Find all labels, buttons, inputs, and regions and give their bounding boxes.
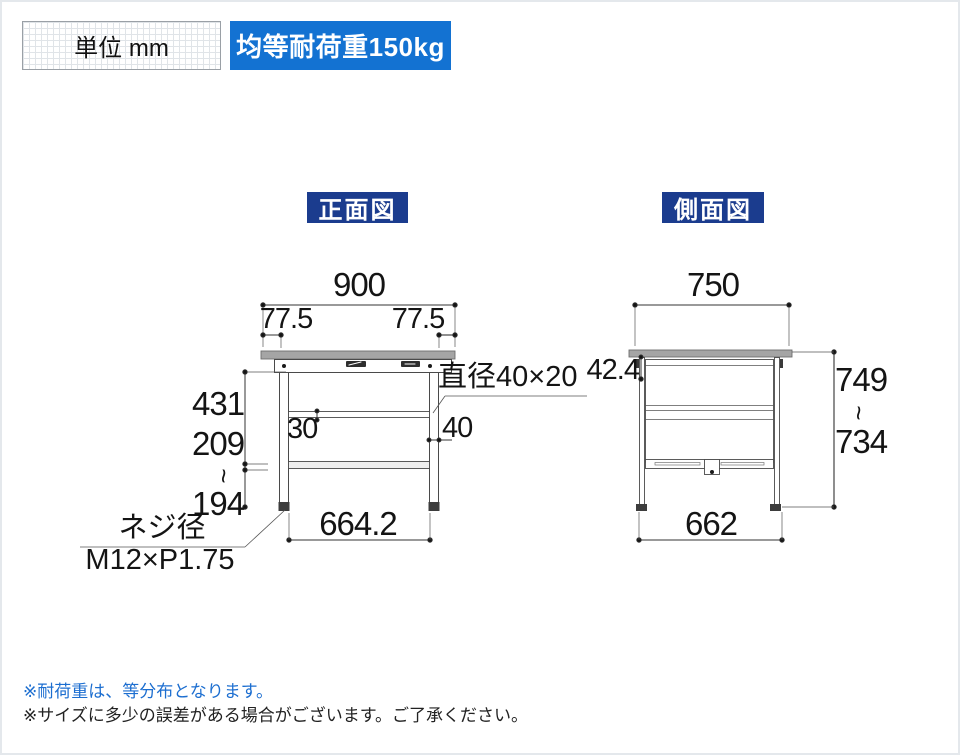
- front-apron-screw-right: [428, 364, 432, 368]
- side-view-label: 側面図: [662, 192, 764, 224]
- dim-front-lower-height-max: 209: [192, 425, 245, 462]
- side-foot-right: [770, 504, 781, 511]
- front-view-label: 正面図: [307, 192, 408, 224]
- dim-front-range-tilde: ~: [209, 468, 239, 484]
- front-foot-left: [278, 502, 290, 511]
- front-lower-crossbar: [288, 461, 430, 469]
- dim-front-right-offset: 77.5: [391, 303, 445, 335]
- label-front-screw-title: ネジ径: [118, 512, 206, 544]
- front-apron-hardware: [346, 361, 420, 367]
- side-frame-panel: [645, 359, 774, 463]
- front-apron-screw-left: [282, 364, 286, 368]
- dim-front-upper-height: 431: [192, 385, 245, 422]
- side-view-dimension-lines: [632, 302, 837, 543]
- label-front-pipe-size: 直径40×20: [438, 361, 578, 393]
- dim-side-height-min: 734: [835, 423, 888, 460]
- front-view-drawing: [260, 350, 456, 511]
- dim-front-bottom-width: 664.2: [319, 505, 398, 542]
- side-tabletop: [628, 349, 793, 358]
- side-clamp-right: [780, 359, 783, 368]
- dim-front-leg-width: 40: [442, 412, 473, 444]
- side-clamp-left: [636, 359, 639, 368]
- side-leg-right: [774, 357, 780, 505]
- dim-front-rail-height: 30: [287, 413, 318, 445]
- side-center-bracket: [704, 459, 720, 475]
- side-view-label-text: 側面図: [674, 197, 752, 224]
- side-foot-left: [636, 504, 647, 511]
- load-capacity-label: 均等耐荷重150kg: [236, 32, 445, 62]
- dim-side-range-tilde: ~: [844, 405, 874, 421]
- load-capacity-badge: 均等耐荷重150kg: [230, 21, 451, 70]
- dim-side-height-max: 749: [835, 361, 888, 398]
- dim-front-top-width: 900: [332, 266, 386, 303]
- dim-front-lower-height-min: 194: [192, 485, 245, 522]
- front-view-label-text: 正面図: [318, 197, 397, 224]
- dim-side-top-offset: 42.4: [586, 354, 640, 386]
- unit-label-box: 単位 mm: [22, 21, 221, 70]
- front-middle-rail: [288, 411, 430, 418]
- dim-side-top-width: 750: [686, 266, 740, 303]
- unit-label: 単位 mm: [74, 35, 169, 62]
- label-front-screw-spec: M12×P1.75: [85, 544, 235, 576]
- note-load-distribution: ※耐荷重は、等分布となります。: [23, 682, 274, 701]
- front-view-dimension-lines: [80, 302, 587, 548]
- side-view-drawing: [628, 349, 793, 511]
- dim-side-bottom-width: 662: [684, 505, 738, 542]
- front-tabletop: [260, 350, 456, 360]
- note-size-tolerance: ※サイズに多少の誤差がある場合がございます。ご了承ください。: [23, 706, 529, 725]
- front-foot-right: [428, 502, 440, 511]
- dim-front-left-offset: 77.5: [259, 303, 313, 335]
